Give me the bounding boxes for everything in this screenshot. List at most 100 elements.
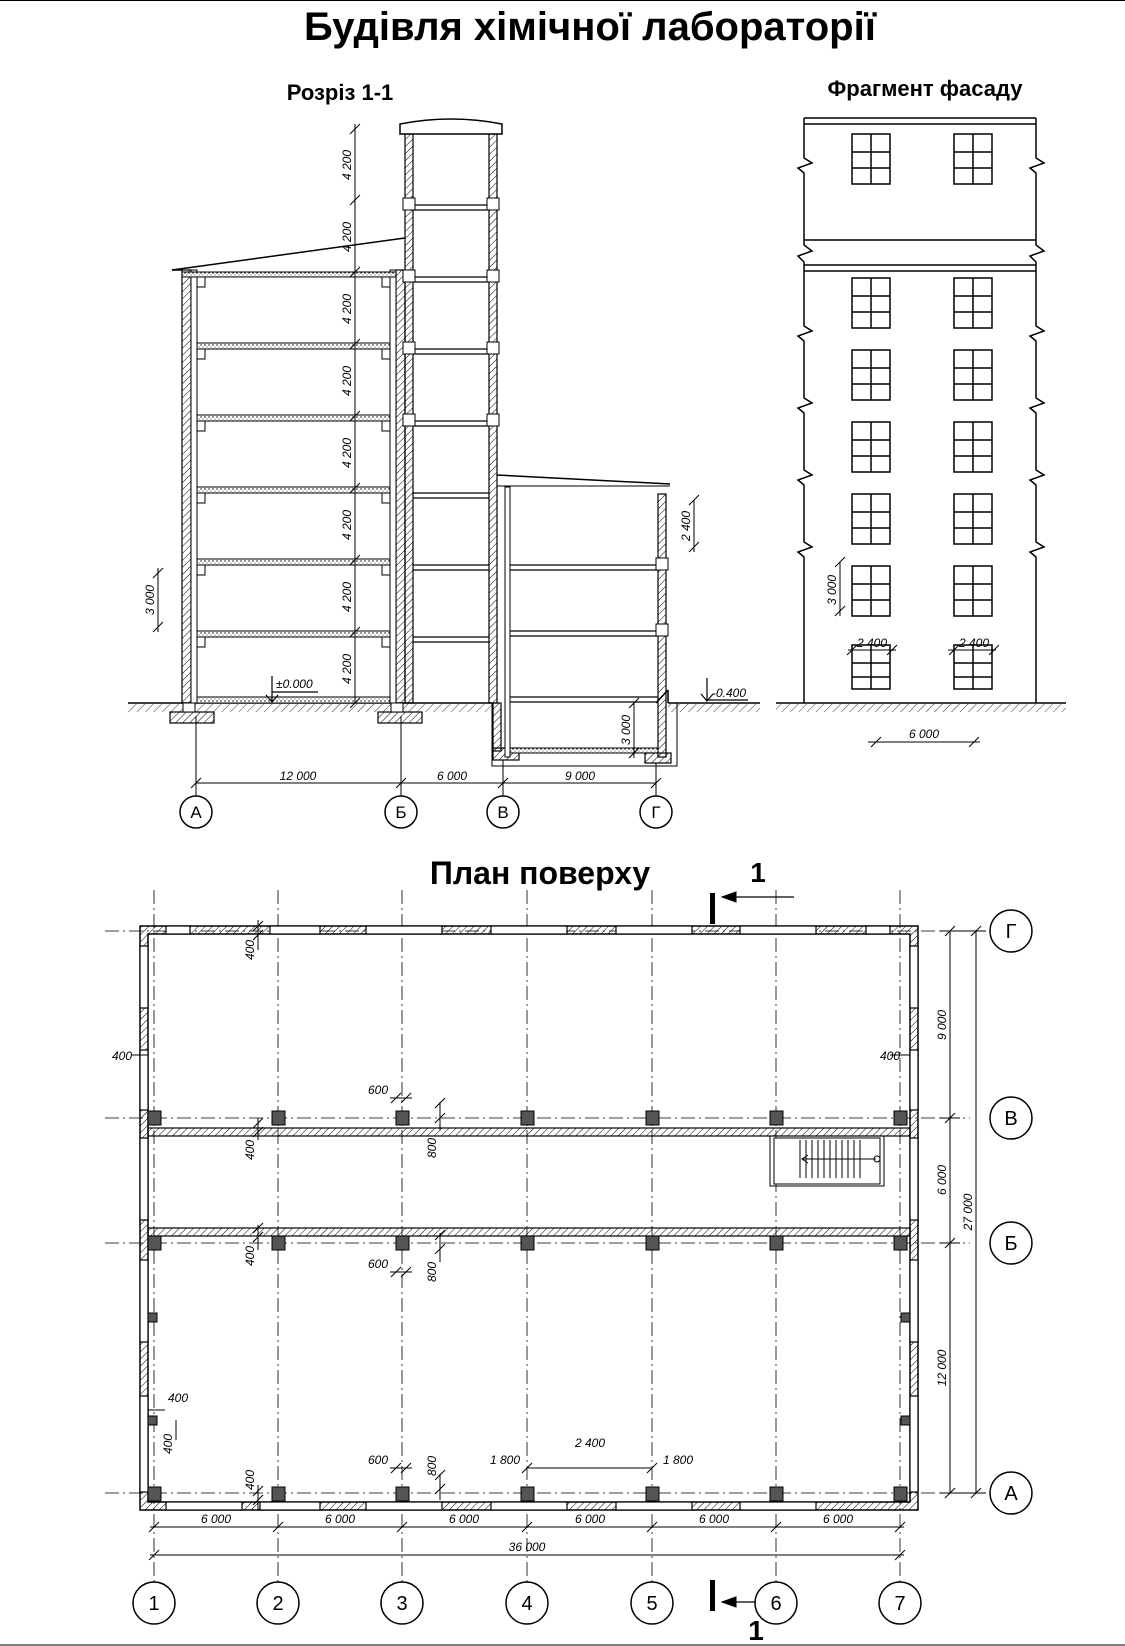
right-height-label: 2 400 <box>679 511 693 542</box>
svg-text:800: 800 <box>425 1456 439 1476</box>
svg-text:4 200: 4 200 <box>340 582 354 612</box>
plan-bottom-dims <box>148 1521 906 1561</box>
svg-text:4 200: 4 200 <box>340 294 354 324</box>
svg-text:4 200: 4 200 <box>340 366 354 396</box>
col-axis-2: 2 <box>272 1593 283 1615</box>
svg-text:800: 800 <box>425 1262 439 1282</box>
svg-text:1 800: 1 800 <box>663 1453 693 1467</box>
plan-detail-dims <box>132 920 910 1510</box>
section-axis-g: Г <box>651 803 660 822</box>
left-block <box>169 237 423 724</box>
svg-text:6 000: 6 000 <box>575 1512 605 1526</box>
tower-block <box>399 118 520 761</box>
facade-window-label-2: 2 400 <box>958 636 989 650</box>
svg-text:400: 400 <box>161 1434 175 1454</box>
svg-text:4 200: 4 200 <box>340 510 354 540</box>
svg-text:2 400: 2 400 <box>574 1436 605 1450</box>
section-axis-a: А <box>190 803 202 822</box>
ground-hatch-right <box>668 704 760 712</box>
row-axis-a: А <box>1004 1483 1018 1505</box>
plan-col-bubbles: 1 2 3 4 5 6 7 <box>132 1581 922 1625</box>
plan-detail-labels: 400 400 400 400 400 400 400 400 600 600 … <box>112 940 900 1490</box>
svg-text:600: 600 <box>368 1453 388 1467</box>
svg-text:400: 400 <box>112 1049 132 1063</box>
svg-text:600: 600 <box>368 1083 388 1097</box>
svg-text:4 200: 4 200 <box>340 654 354 684</box>
col-axis-7: 7 <box>894 1593 905 1615</box>
plan-grid <box>105 890 970 1585</box>
plan-walls <box>139 925 919 1511</box>
total-depth-label: 27 000 <box>961 1193 975 1231</box>
span-ab-label: 12 000 <box>280 769 317 783</box>
svg-text:400: 400 <box>880 1049 900 1063</box>
svg-text:6 000: 6 000 <box>449 1512 479 1526</box>
facade-title: Фрагмент фасаду <box>828 76 1024 101</box>
section-axis-v: В <box>497 803 508 822</box>
floor-plan: План поверху <box>105 855 1033 1646</box>
col-axis-1: 1 <box>148 1593 159 1615</box>
col-axis-3: 3 <box>396 1593 407 1615</box>
svg-text:6 000: 6 000 <box>201 1512 231 1526</box>
row-span-3: 12 000 <box>935 1349 949 1386</box>
main-title: Будівля хімічної лабораторії <box>304 5 877 49</box>
svg-text:400: 400 <box>243 1246 257 1266</box>
facade-fragment: Фрагмент фасаду <box>776 76 1066 748</box>
row-axis-v: В <box>1004 1108 1017 1130</box>
section-axis-bubbles: А Б В Г <box>179 795 673 829</box>
svg-text:400: 400 <box>243 1470 257 1490</box>
floor-height-labels: 4 200 4 200 4 200 4 200 4 200 4 200 4 20… <box>340 150 354 684</box>
svg-text:4 200: 4 200 <box>340 150 354 180</box>
row-span-2: 6 000 <box>935 1165 949 1195</box>
svg-text:400: 400 <box>243 1140 257 1160</box>
level-zero-mark <box>265 676 318 703</box>
svg-text:6 000: 6 000 <box>823 1512 853 1526</box>
svg-text:4 200: 4 200 <box>340 222 354 252</box>
svg-text:400: 400 <box>168 1391 188 1405</box>
basement-height-label: 3 000 <box>619 715 633 745</box>
span-labels: 6 000 6 000 6 000 6 000 6 000 6 000 <box>201 1512 853 1526</box>
section-dim-floors <box>349 123 361 709</box>
svg-text:800: 800 <box>425 1138 439 1158</box>
plan-row-bubbles: Г В Б А <box>989 909 1033 1515</box>
stair <box>769 1135 885 1187</box>
total-width-label: 36 000 <box>509 1540 546 1554</box>
span-vg-label: 9 000 <box>565 769 595 783</box>
col-axis-4: 4 <box>521 1593 532 1615</box>
svg-text:4 200: 4 200 <box>340 438 354 468</box>
cut-marker-top <box>710 891 794 924</box>
facade-window-label-1: 2 400 <box>856 636 887 650</box>
section-horizontal-dims <box>190 716 662 796</box>
col-axis-5: 5 <box>646 1593 657 1615</box>
svg-text:1 800: 1 800 <box>490 1453 520 1467</box>
row-axis-b: Б <box>1004 1233 1017 1255</box>
svg-text:400: 400 <box>243 940 257 960</box>
level-ground-label: -0.400 <box>712 686 746 700</box>
row-axis-g: Г <box>1006 921 1017 943</box>
section-title: Розріз 1-1 <box>287 80 394 105</box>
left-height-label: 3 000 <box>143 585 157 615</box>
facade-windows <box>851 133 993 690</box>
plan-columns <box>147 1110 911 1502</box>
section-axis-b: Б <box>395 803 406 822</box>
level-zero-label: ±0.000 <box>276 677 313 691</box>
section-1-1: Розріз 1-1 <box>128 80 760 829</box>
row-span-1: 9 000 <box>935 1010 949 1040</box>
right-block <box>491 474 678 767</box>
svg-text:6 000: 6 000 <box>699 1512 729 1526</box>
plan-title: План поверху <box>430 855 651 891</box>
plan-right-dims <box>940 925 986 1499</box>
section-dim-left <box>152 567 164 633</box>
facade-bay-label: 6 000 <box>909 727 939 741</box>
span-bv-label: 6 000 <box>437 769 467 783</box>
cut-label-top: 1 <box>750 857 766 888</box>
level-ground-mark <box>700 678 748 702</box>
svg-text:6 000: 6 000 <box>325 1512 355 1526</box>
section-dim-right <box>688 494 700 553</box>
cut-label-bottom: 1 <box>748 1615 764 1646</box>
svg-text:600: 600 <box>368 1257 388 1271</box>
col-axis-6: 6 <box>770 1593 781 1615</box>
ground-hatch-left <box>128 704 492 712</box>
section-dim-basement <box>628 697 640 759</box>
facade-floor-label: 3 000 <box>825 575 839 605</box>
